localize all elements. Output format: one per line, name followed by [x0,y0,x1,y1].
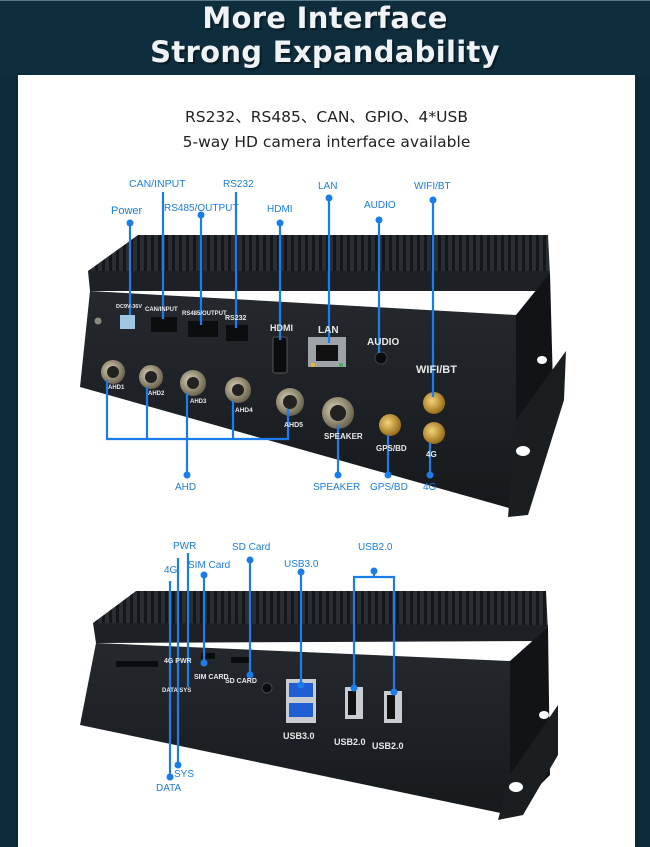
printed-usb2a: USB2.0 [334,737,366,747]
callout-4g: 4G [423,482,437,493]
printed-can-input: CAN/INPUT [145,307,178,313]
printed-ahd1: AHD1 [108,385,125,391]
callout-gps-bd: GPS/BD [370,482,408,493]
printed-leds2: DATA SYS [162,688,191,694]
front-bracket [508,351,566,517]
callout-pwr: PWR [173,541,197,552]
header-banner: More Interface Strong Expandability [0,0,650,76]
printed-ahd5: AHD5 [284,422,303,429]
side-heatsink [93,591,548,631]
side-panel [80,643,510,815]
printed-gps: GPS/BD [376,444,407,453]
side-callout-lines [168,553,396,775]
printed-hdmi: HDMI [270,323,293,333]
printed-lan: LAN [318,325,339,336]
intro-camera: 5-way HD camera interface available [182,133,471,151]
hdmi-port [272,336,288,374]
callout-ahd: AHD [175,482,197,493]
callout-usb3: USB3.0 [284,559,319,570]
content-card: RS232、RS485、CAN、GPIO、4*USB 5-way HD came… [18,75,635,847]
ahd-connectors [101,360,304,416]
wifi-antenna-port [423,392,445,414]
callout-side-4g: 4G [164,565,178,576]
printed-rs485: RS485/OUTPUT [182,311,227,317]
side-printed-labels: 4G PWR DATA SYS SIM CARD SD CARD USB3.0 … [162,658,404,751]
front-callout-lines [105,192,435,475]
printed-usb2b: USB2.0 [372,741,404,751]
front-printed-labels: DC9V-36V CAN/INPUT RS485/OUTPUT RS232 HD… [108,304,457,459]
printed-sim: SIM CARD [194,674,229,681]
callout-lan: LAN [318,181,338,192]
callout-hdmi: HDMI [267,204,293,215]
gps-antenna-port [379,414,401,436]
printed-usb3: USB3.0 [283,731,315,741]
intro-interfaces: RS232、RS485、CAN、GPIO、4*USB [185,108,468,126]
callout-speaker: SPEAKER [313,482,361,493]
callout-rs485: RS485/OUTPUT [164,203,239,214]
printed-ahd3: AHD3 [190,399,207,405]
callout-data: DATA [156,783,182,794]
side-device [80,591,558,820]
header-title-line2: Strong Expandability [150,35,500,69]
callout-sim-card: SIM Card [188,560,231,571]
printed-speaker: SPEAKER [324,432,363,441]
header-title-line1: More Interface [202,1,448,35]
front-device [80,235,566,517]
printed-4g: 4G [426,450,437,459]
callout-audio: AUDIO [364,200,396,211]
callout-sys: SYS [174,769,195,780]
four-g-antenna-port [423,422,445,444]
printed-ahd4: AHD4 [235,407,253,414]
printed-wifi: WIFI/BT [416,364,457,376]
printed-audio: AUDIO [367,337,399,348]
front-heatsink [88,235,550,275]
callout-power: Power [111,205,143,217]
callout-wifi-bt: WIFI/BT [414,181,451,192]
callout-usb2: USB2.0 [358,542,393,553]
printed-sd: SD CARD [225,678,257,685]
audio-jack [374,351,388,365]
callout-can-input: CAN/INPUT [129,178,186,190]
power-terminal [120,315,135,329]
front-callout-dots [126,194,437,479]
callout-rs232: RS232 [223,179,254,190]
printed-rs232: RS232 [225,315,247,322]
printed-leds: 4G PWR [164,658,192,665]
printed-dc: DC9V-36V [116,304,142,310]
callout-sd-card: SD Card [232,542,271,553]
printed-ahd2: AHD2 [148,391,165,397]
device-illustrations: DC9V-36V CAN/INPUT RS485/OUTPUT RS232 HD… [80,192,566,820]
side-callout-dots [166,556,398,781]
